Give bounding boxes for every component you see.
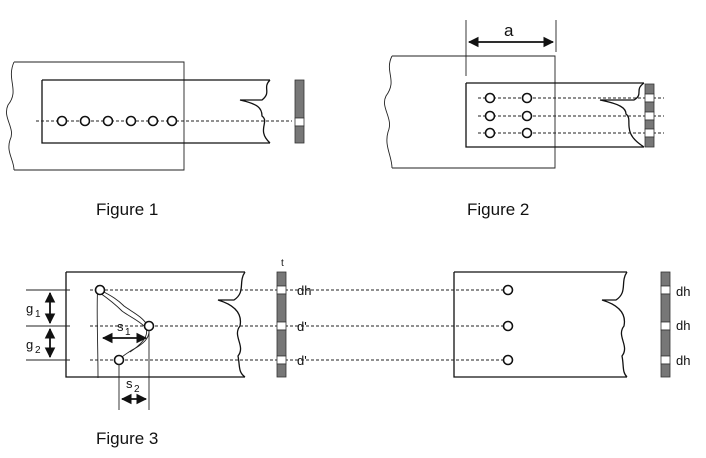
fig3-bolt-hole xyxy=(94,284,106,296)
fig3-left-bar-label: d' xyxy=(297,353,307,368)
fig3-right-bar-label: dh xyxy=(676,318,690,333)
fig3-section-bar xyxy=(276,363,287,378)
fig3-g1-label: g xyxy=(26,301,33,316)
fig2-section-hole xyxy=(644,128,655,138)
fig3-right-section-hole xyxy=(660,285,671,295)
fig2-bolt-hole xyxy=(484,92,496,104)
fig1-bolt-hole xyxy=(79,115,91,127)
fig3-section-bar xyxy=(276,329,287,357)
fig2-section-bar xyxy=(644,83,655,95)
fig3-s1-label: s xyxy=(117,319,124,334)
fig1-section-bar xyxy=(294,125,305,144)
fig1-bolt-hole xyxy=(56,115,68,127)
fig2-section-bar xyxy=(644,136,655,148)
fig2-section-bar xyxy=(644,119,655,130)
fig1-bolt-hole xyxy=(125,115,137,127)
fig2-section-hole xyxy=(644,111,655,121)
fig3-right-bolt-hole xyxy=(502,320,514,332)
fig3-right-section-bar xyxy=(660,293,671,323)
fig3-section-hole xyxy=(276,355,287,365)
fig2-bolt-hole xyxy=(521,127,533,139)
fig3-g1-subscript: 1 xyxy=(35,309,41,320)
fig3-bolt-hole xyxy=(113,354,125,366)
figure-3-left: g 1 g 2 s 1 s 2 t dh d' d' Figure 3 xyxy=(26,258,311,448)
fig3-right-section-bar xyxy=(660,329,671,357)
fig3-bolt-hole xyxy=(143,320,155,332)
fig3-right-bolt-hole xyxy=(502,354,514,366)
fig2-section-bar xyxy=(644,101,655,113)
figure-3-right: dh dh dh xyxy=(296,271,690,378)
fig2-bolt-hole xyxy=(521,110,533,122)
fig3-left-bar-label: dh xyxy=(297,283,311,298)
fig1-bolt-hole xyxy=(147,115,159,127)
fig2-gusset-plate xyxy=(384,55,556,169)
fig3-right-section-hole xyxy=(660,321,671,331)
figure-2: a Figure 2 xyxy=(384,20,664,219)
fig3-g2-subscript: 2 xyxy=(35,345,41,356)
fig1-bolt-hole xyxy=(166,115,178,127)
fig3-member-right xyxy=(453,271,628,378)
fig3-member-left xyxy=(65,271,246,378)
fig1-gusset-plate xyxy=(6,61,185,171)
fig3-section-bar xyxy=(276,293,287,323)
figure-3-caption: Figure 3 xyxy=(96,429,158,448)
fig3-section-hole xyxy=(276,321,287,331)
fig3-failure-path xyxy=(99,289,150,361)
fig2-section-hole xyxy=(644,93,655,103)
fig3-g2-label: g xyxy=(26,337,33,352)
fig2-bolt-hole xyxy=(484,110,496,122)
fig3-s2-subscript: 2 xyxy=(134,384,140,395)
figure-1-caption: Figure 1 xyxy=(96,200,158,219)
figure-1: Figure 1 xyxy=(6,61,305,219)
fig2-dim-label-a: a xyxy=(504,21,514,40)
fig3-right-bolt-hole xyxy=(502,284,514,296)
fig1-section-bar xyxy=(294,79,305,119)
fig3-s2-label: s xyxy=(126,376,133,391)
fig3-left-bar-label: d' xyxy=(297,319,307,334)
fig3-section-hole xyxy=(276,285,287,295)
fig3-s1-subscript: 1 xyxy=(125,327,131,338)
fig3-right-bar-label: dh xyxy=(676,353,690,368)
fig1-member xyxy=(41,79,271,144)
fig3-right-section-bar xyxy=(660,271,671,287)
fig2-bolt-hole xyxy=(521,92,533,104)
fig3-right-section-hole xyxy=(660,355,671,365)
fig1-section-hole xyxy=(294,117,305,127)
fig1-bolt-hole xyxy=(102,115,114,127)
fig3-thickness-label: t xyxy=(281,258,284,269)
fig3-right-bar-label: dh xyxy=(676,284,690,299)
figure-2-caption: Figure 2 xyxy=(467,200,529,219)
fig3-right-section-bar xyxy=(660,363,671,378)
fig3-section-bar xyxy=(276,271,287,287)
fig2-bolt-hole xyxy=(484,127,496,139)
fig3-failure-path xyxy=(96,284,99,379)
fig2-member xyxy=(465,82,645,148)
